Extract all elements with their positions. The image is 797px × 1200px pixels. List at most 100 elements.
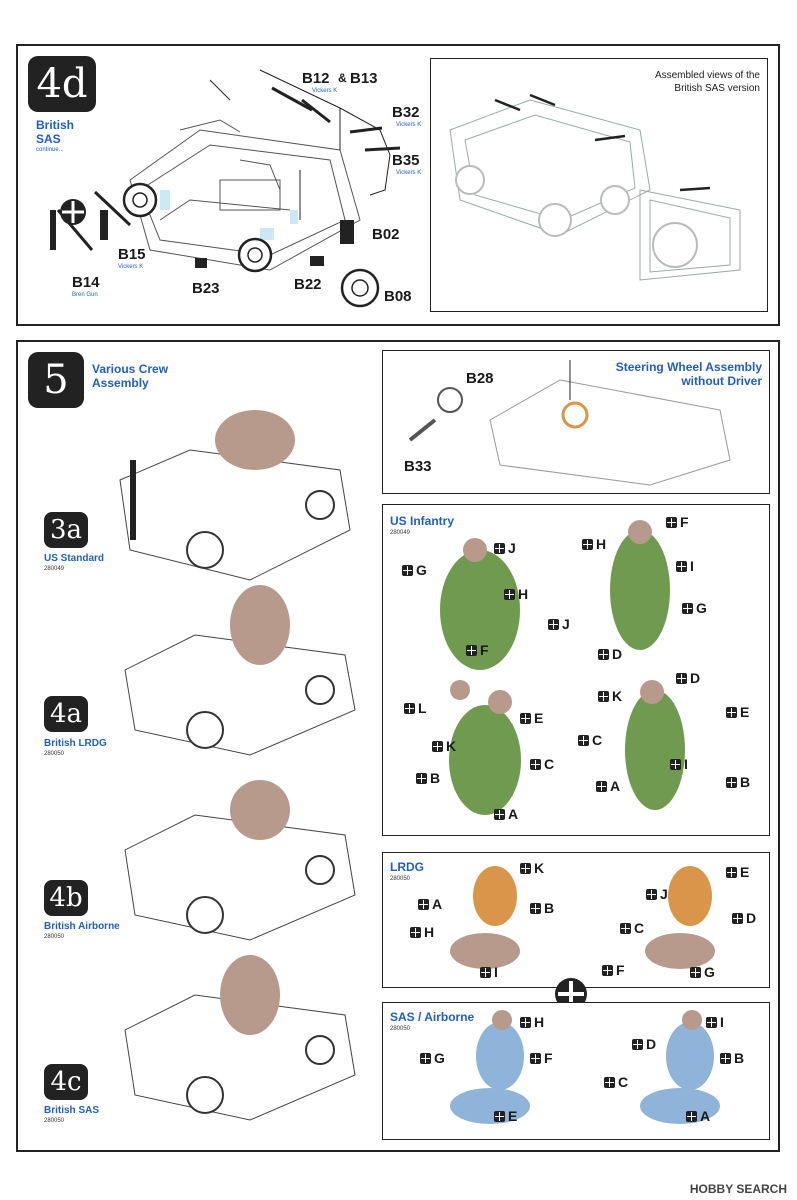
part-icon [726, 867, 737, 878]
assembled-views-box [430, 58, 768, 312]
part-label-b15: B15 [118, 246, 146, 263]
part-label-b33: B33 [404, 458, 432, 475]
sas-fig2-label-i: I [706, 1014, 724, 1030]
part-label-b28: B28 [466, 370, 494, 387]
lrdg-fig2-label-e: E [726, 864, 749, 880]
part-icon [598, 691, 609, 702]
part-note-b14: Bren Gun [72, 292, 98, 298]
assembled-views-caption-line2: British SAS version [674, 83, 760, 94]
variant-badge-4c: 4c [44, 1064, 88, 1100]
sas-fig1-label-e: E [494, 1108, 517, 1124]
us-fig1-label-h: H [504, 586, 528, 602]
us-fig3-label-l: L [404, 700, 427, 716]
part-label-b35: B35 [392, 152, 420, 169]
part-icon [520, 713, 531, 724]
sas-fig2-label-c: C [604, 1074, 628, 1090]
part-label-b12: B12 [302, 70, 330, 87]
part-icon [520, 1017, 531, 1028]
us-infantry-box [382, 504, 770, 836]
us-fig2-label-j: J [548, 616, 570, 632]
variant-code-4c: 280050 [44, 1118, 65, 1124]
us-fig3-label-b: B [416, 770, 440, 786]
lrdg-fig2-label-j: J [646, 886, 668, 902]
sas-airborne-figures [450, 1010, 720, 1124]
part-icon [494, 809, 505, 820]
part-icon [686, 1111, 697, 1122]
steering-title-line1: Steering Wheel Assembly [615, 360, 762, 374]
us-infantry-figures [440, 520, 685, 815]
part-icon [520, 863, 531, 874]
part-icon [666, 517, 677, 528]
us-fig4-label-e: E [726, 704, 749, 720]
jeep-variant-drawings [119, 410, 356, 1121]
us-infantry-title: US Infantry [390, 514, 455, 528]
part-icon [416, 773, 427, 784]
us-fig4-label-a: A [596, 778, 620, 794]
variant-badge-3a: 3a [44, 512, 88, 548]
part-label-b08: B08 [384, 288, 412, 305]
variant-badge-4b: 4b [44, 880, 88, 916]
sas-fig1-label-f: F [530, 1050, 553, 1066]
lrdg-fig2-label-c: C [620, 920, 644, 936]
part-icon [632, 1039, 643, 1050]
part-icon [432, 741, 443, 752]
part-note-b13: Vickers K [312, 88, 338, 94]
part-icon [596, 781, 607, 792]
us-fig2-label-f: F [666, 514, 689, 530]
us-fig2-label-g: G [682, 600, 707, 616]
us-fig3-label-e: E [520, 710, 543, 726]
jeep-exploded-drawing [50, 69, 401, 308]
us-fig4-label-c: C [578, 732, 602, 748]
part-icon [530, 1053, 541, 1064]
variant-name-3a: US Standard [44, 553, 105, 564]
us-fig3-label-k: K [432, 738, 456, 754]
part-icon [582, 539, 593, 550]
part-icon [682, 603, 693, 614]
part-icon [690, 967, 701, 978]
part-icon [706, 1017, 717, 1028]
part-icon [726, 777, 737, 788]
part-label-b22: B22 [294, 276, 322, 293]
us-fig1-label-j: J [494, 540, 516, 556]
part-note-b15: Vickers K [118, 264, 144, 270]
part-icon [530, 759, 541, 770]
part-icon [410, 927, 421, 938]
variant-name-4a: British LRDG [44, 738, 107, 749]
variant-name-4c: British SAS [44, 1105, 100, 1116]
part-icon [604, 1077, 615, 1088]
part-icon [620, 923, 631, 934]
us-fig4-label-d: D [676, 670, 700, 686]
part-icon [504, 589, 515, 600]
us-fig1-label-g: G [402, 562, 427, 578]
part-icon [598, 649, 609, 660]
steering-wheel-drawing [408, 360, 731, 486]
part-icon [418, 899, 429, 910]
variant-code-4b: 280050 [44, 934, 65, 940]
part-icon [578, 735, 589, 746]
us-fig4-label-i: I [670, 756, 688, 772]
part-icon [404, 703, 415, 714]
lrdg-fig2-label-d: D [732, 910, 756, 926]
sas-fig1-label-g: G [420, 1050, 445, 1066]
part-note-b35: Vickers K [396, 170, 422, 176]
us-fig2-label-h: H [582, 536, 606, 552]
lrdg-fig1-label-i: I [480, 964, 498, 980]
part-note-b32: Vickers K [396, 122, 422, 128]
step-4d-title-line1: British [36, 118, 75, 132]
sas-fig2-label-d: D [632, 1036, 656, 1052]
us-fig4-label-k: K [598, 688, 622, 704]
part-icon [530, 903, 541, 914]
variant-code-4a: 280050 [44, 751, 65, 757]
sas-airborne-code: 280050 [390, 1026, 411, 1032]
watermark: HOBBY SEARCH [689, 1182, 787, 1196]
sas-fig2-label-b: B [720, 1050, 744, 1066]
sas-fig1-label-h: H [520, 1014, 544, 1030]
us-fig2-label-d: D [598, 646, 622, 662]
sas-fig2-label-a: A [686, 1108, 710, 1124]
lrdg-code: 280050 [390, 876, 411, 882]
steering-wheel-box [382, 350, 770, 494]
part-label-b32: B32 [392, 104, 420, 121]
variant-code-3a: 280049 [44, 566, 65, 572]
assembled-jeep-drawing [449, 93, 741, 281]
us-fig1-label-f: F [466, 642, 489, 658]
